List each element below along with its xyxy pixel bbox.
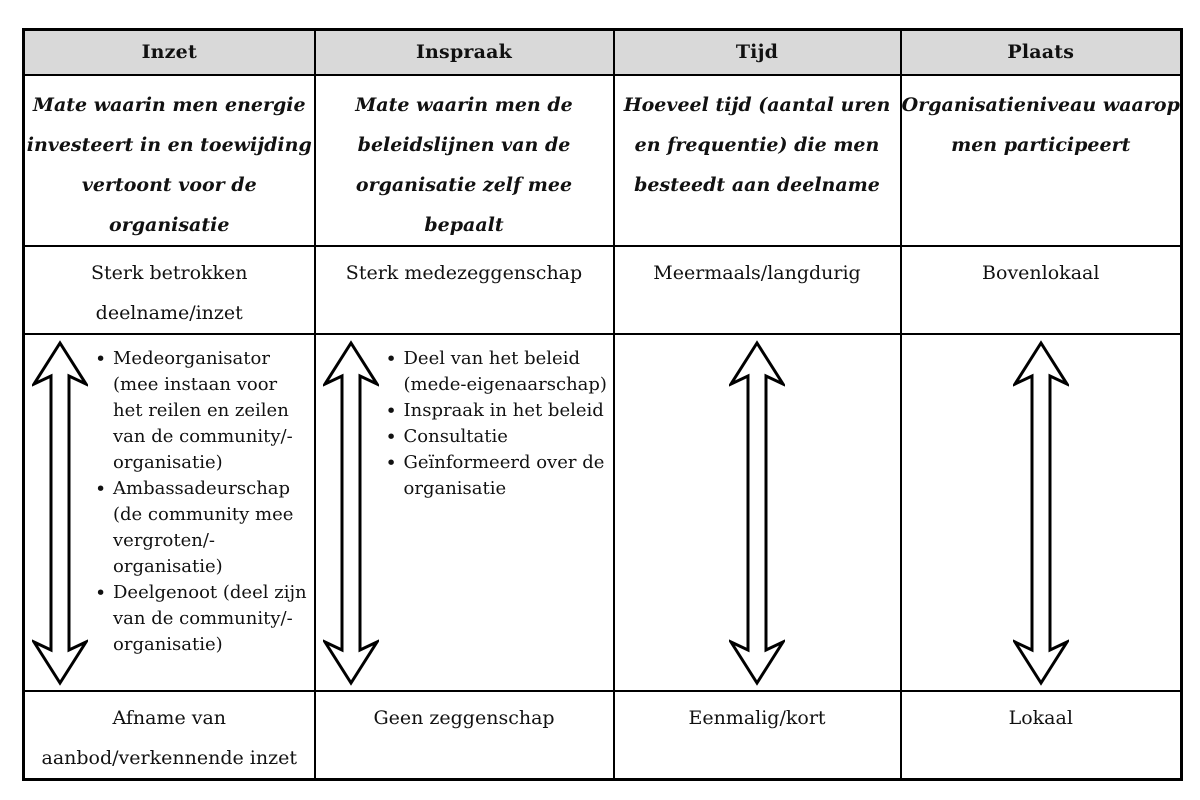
high-label-plaats: Bovenlokaal [899, 244, 1183, 335]
list-item: Medeorganisator (mee instaan voor het re… [92, 346, 312, 476]
high-label-tijd: Meermaals/langdurig [612, 244, 902, 335]
high-label-inspraak: Sterk medezeggenschap [313, 244, 615, 335]
list-item: Geïnformeerd over de organisatie [383, 450, 611, 502]
header-row: Inzet Inspraak Tijd Plaats [22, 28, 1183, 76]
scale-cell-tijd [612, 332, 902, 692]
description-cell-inspraak: Mate waarin men de beleidslijnen van de … [313, 73, 615, 247]
low-label-inzet: Afname van aanbod/verkennende inzet [22, 689, 316, 780]
bullet-list-inzet: Medeorganisator (mee instaan voor het re… [92, 346, 312, 658]
low-label-tijd: Eenmalig/kort [612, 689, 902, 780]
column-header-inzet: Inzet [22, 28, 316, 76]
description-text: Mate waarin men de beleidslijnen van de … [355, 93, 573, 236]
double-arrow-icon [729, 339, 785, 686]
description-cell-plaats: Organisatieniveau waarop men participeer… [899, 73, 1183, 247]
high-label-inzet: Sterk betrokken deelname/inzet [22, 244, 316, 335]
description-cell-inzet: Mate waarin men energie investeert in en… [22, 73, 316, 247]
high-end-row: Sterk betrokken deelname/inzet Sterk med… [22, 244, 1183, 335]
low-end-row: Afname van aanbod/verkennende inzet Geen… [22, 689, 1183, 780]
bullet-list-inspraak: Deel van het beleid (mede-eigenaarschap)… [383, 346, 611, 502]
description-text: Mate waarin men energie investeert in en… [26, 93, 312, 236]
description-text: Organisatieniveau waarop men participeer… [901, 93, 1180, 156]
list-item: Deel van het beleid (mede-eigenaarschap) [383, 346, 611, 398]
double-arrow-icon [1012, 339, 1069, 686]
list-item: Deelgenoot (deel zijn van de community/-… [92, 580, 312, 658]
double-arrow-icon [32, 339, 88, 686]
scale-cell-plaats [899, 332, 1183, 692]
column-header-inspraak: Inspraak [313, 28, 615, 76]
column-header-plaats: Plaats [899, 28, 1183, 76]
column-header-tijd: Tijd [612, 28, 902, 76]
list-item: Ambassadeurschap (de community mee vergr… [92, 476, 312, 580]
description-row: Mate waarin men energie investeert in en… [22, 73, 1183, 247]
description-text: Hoeveel tijd (aantal uren en frequentie)… [623, 93, 891, 196]
scale-row: Medeorganisator (mee instaan voor het re… [22, 332, 1183, 692]
list-item: Consultatie [383, 424, 611, 450]
list-item: Inspraak in het beleid [383, 398, 611, 424]
low-label-inspraak: Geen zeggenschap [313, 689, 615, 780]
low-label-plaats: Lokaal [899, 689, 1183, 780]
description-cell-tijd: Hoeveel tijd (aantal uren en frequentie)… [612, 73, 902, 247]
participation-dimensions-table: Inzet Inspraak Tijd Plaats Mate waarin m… [22, 28, 1183, 781]
participation-table: Inzet Inspraak Tijd Plaats Mate waarin m… [22, 28, 1183, 781]
double-arrow-icon [322, 339, 379, 686]
scale-cell-inzet: Medeorganisator (mee instaan voor het re… [22, 332, 316, 692]
scale-cell-inspraak: Deel van het beleid (mede-eigenaarschap)… [313, 332, 615, 692]
